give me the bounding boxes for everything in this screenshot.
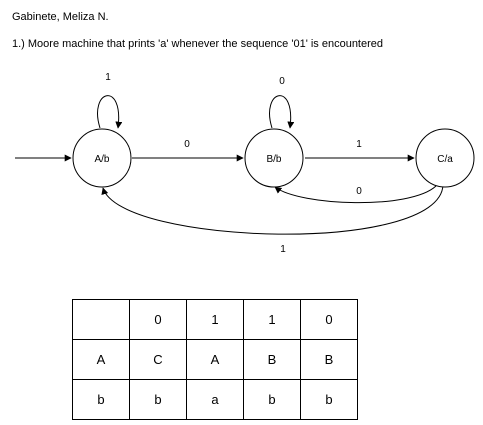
transition-label-C-A: 1 xyxy=(280,244,286,255)
transition-label-A-B: 0 xyxy=(184,139,190,150)
table-cell: b xyxy=(129,379,187,420)
table-cell: b xyxy=(300,379,358,420)
table-cell: 1 xyxy=(186,299,244,340)
state-diagram: 1 0 0 1 0 1 A/b B/b C/a xyxy=(15,72,475,255)
table-cell: A xyxy=(186,339,244,380)
state-C: C/a xyxy=(415,128,475,188)
transition-label-A-A: 1 xyxy=(105,72,111,83)
table-cell: C xyxy=(129,339,187,380)
state-A: A/b xyxy=(72,128,132,188)
transition-A-A xyxy=(97,95,123,129)
table-row-state: A C A B B xyxy=(72,339,358,380)
table-cell: B xyxy=(300,339,358,380)
table-cell xyxy=(72,299,130,340)
table-cell: b xyxy=(243,379,301,420)
table-cell: b xyxy=(72,379,130,420)
table-cell: 0 xyxy=(129,299,187,340)
author-name: Gabinete, Meliza N. xyxy=(12,11,109,23)
transition-trace-table: 0 1 1 0 A C A B B b b a b b xyxy=(72,299,358,420)
transition-C-B xyxy=(274,185,437,204)
table-row-output: b b a b b xyxy=(72,379,358,420)
state-label-C: C/a xyxy=(437,154,453,165)
table-cell: 0 xyxy=(300,299,358,340)
question-title: 1.) Moore machine that prints 'a' whenev… xyxy=(12,38,384,50)
table-cell: a xyxy=(186,379,244,420)
transition-label-B-C: 1 xyxy=(356,139,362,150)
table-cell: 1 xyxy=(243,299,301,340)
table-row-input: 0 1 1 0 xyxy=(72,299,358,340)
transition-B-B xyxy=(269,95,295,129)
transition-C-A xyxy=(101,184,444,235)
state-label-B: B/b xyxy=(266,154,281,165)
table-cell: A xyxy=(72,339,130,380)
transition-label-C-B: 0 xyxy=(356,186,362,197)
transition-label-B-B: 0 xyxy=(279,76,285,87)
state-B: B/b xyxy=(244,128,304,188)
table-cell: B xyxy=(243,339,301,380)
state-label-A: A/b xyxy=(94,154,109,165)
